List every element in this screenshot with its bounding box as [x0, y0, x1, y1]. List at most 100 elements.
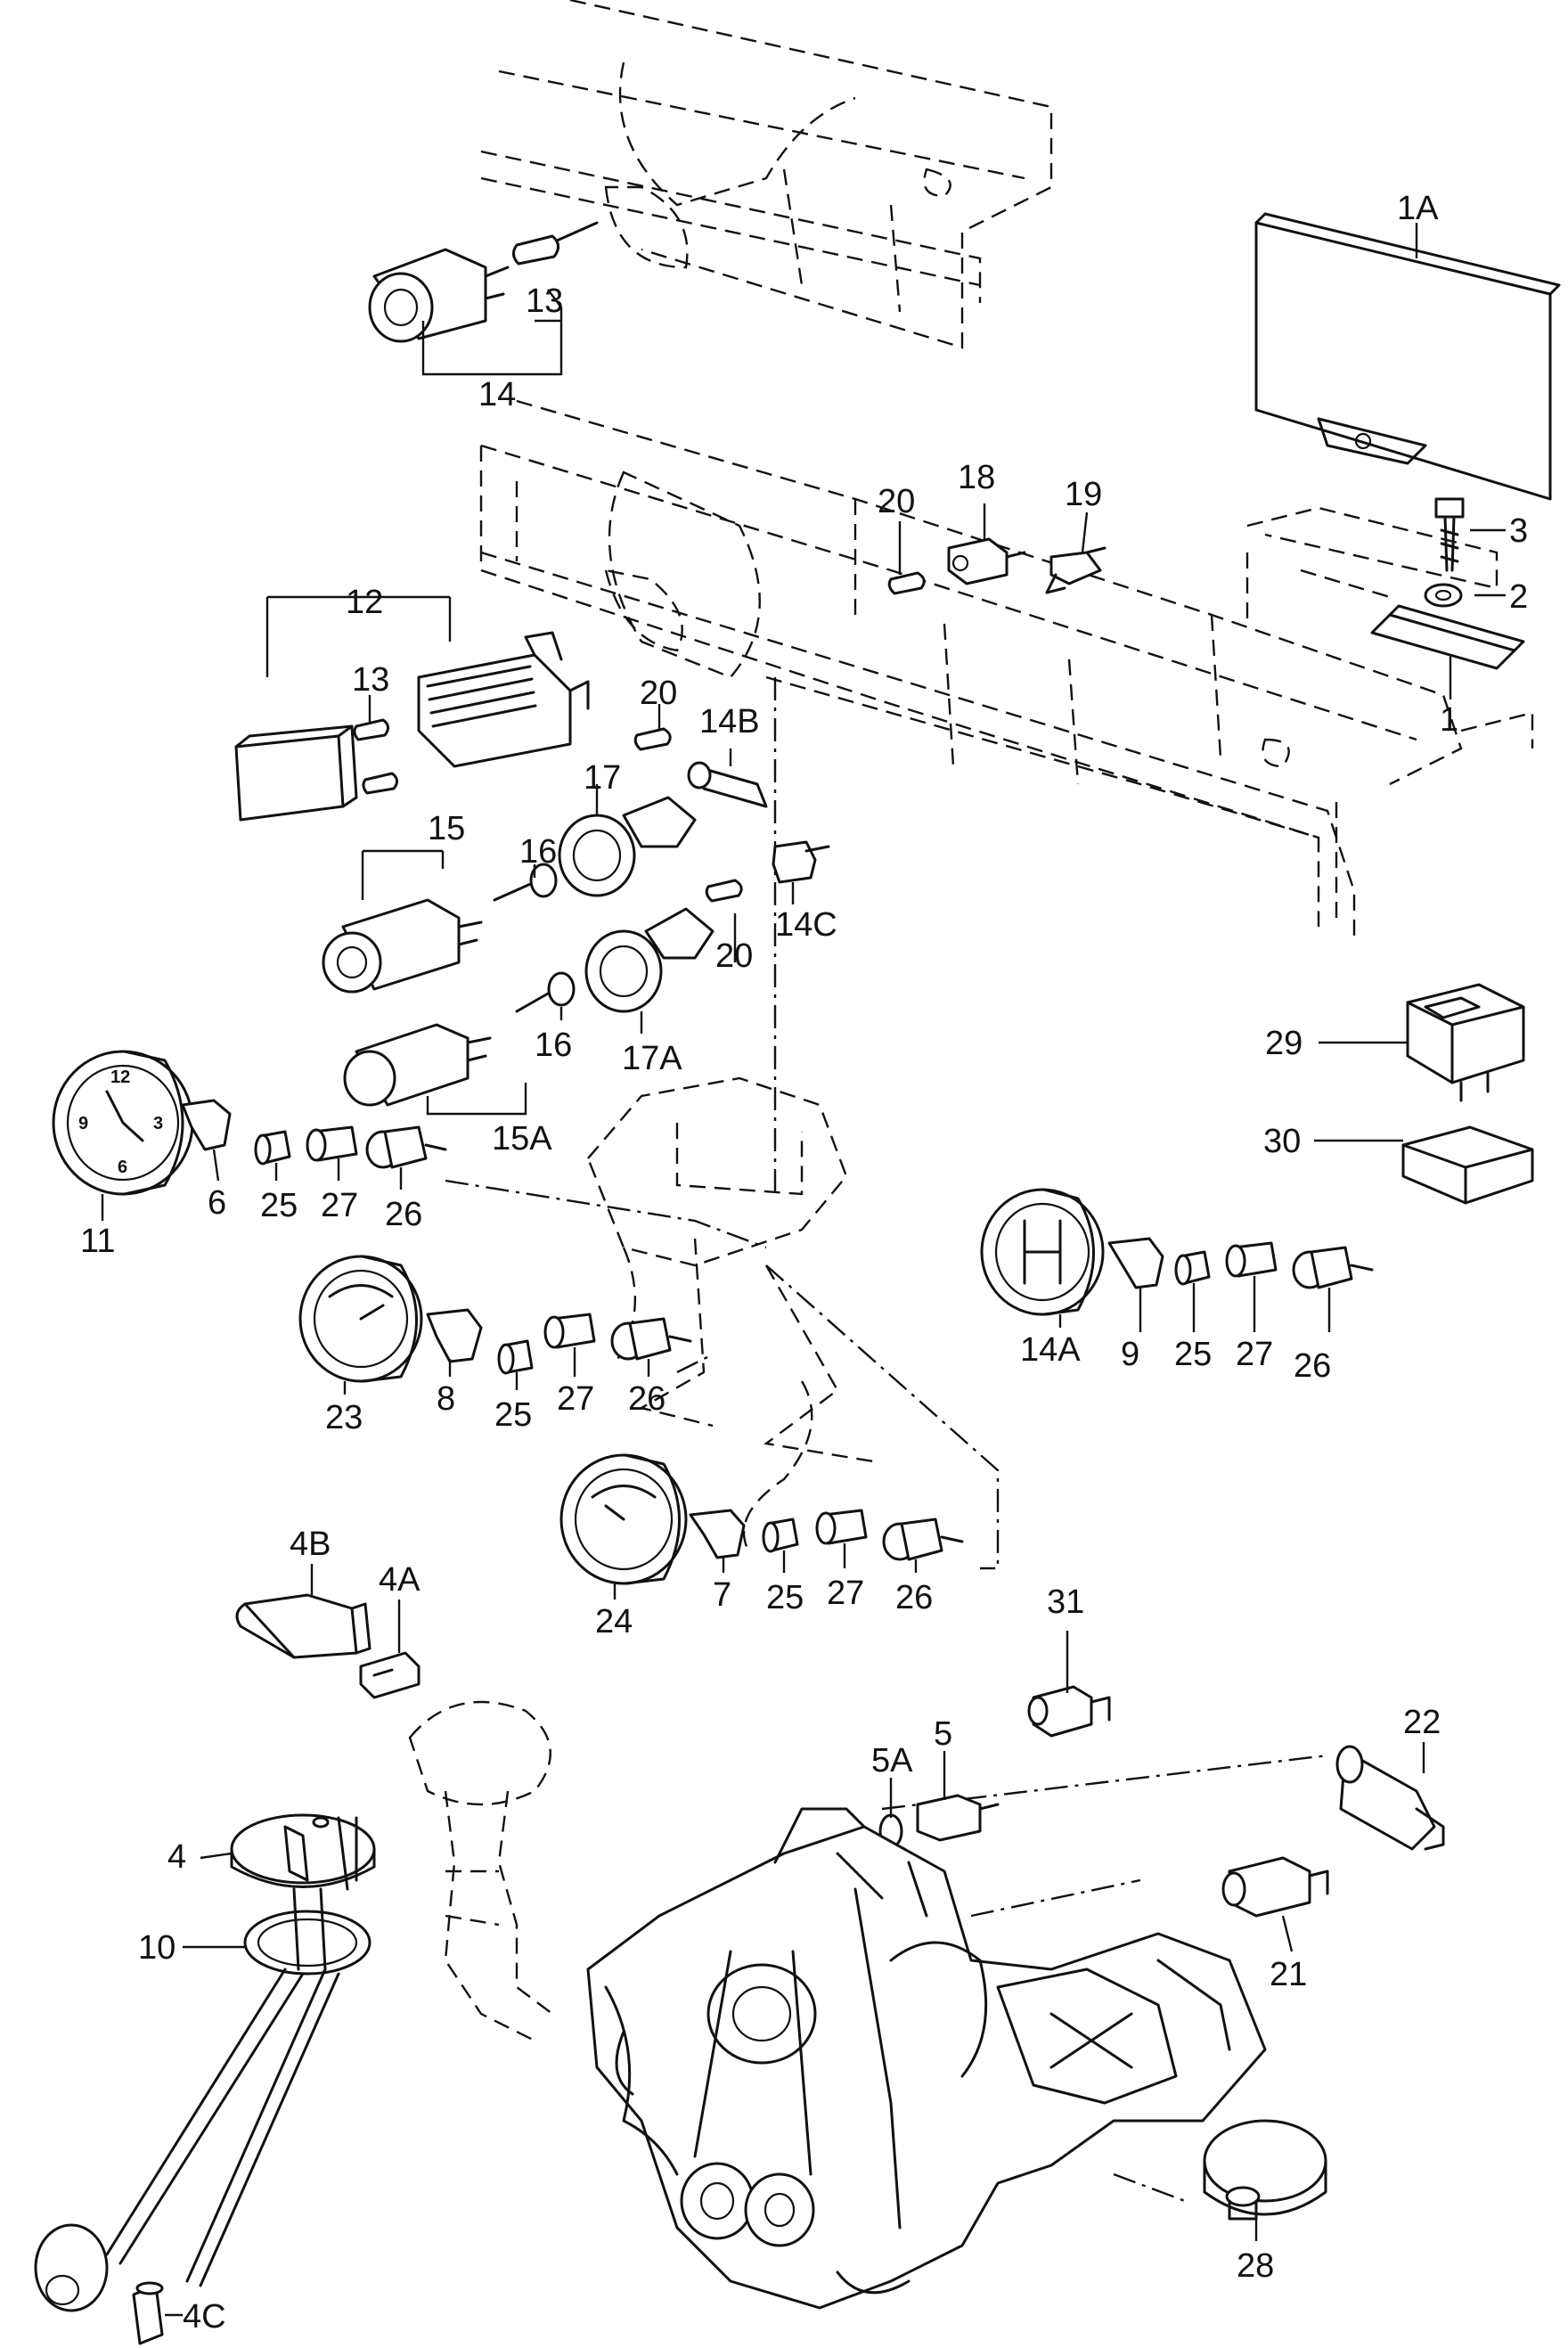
label-27-c: 27	[827, 1575, 864, 1612]
label-3: 3	[1509, 512, 1528, 550]
engine-assembly	[586, 1807, 1267, 2310]
part-1a-plate	[1254, 212, 1561, 501]
part-21-sensor	[1221, 1856, 1329, 1918]
label-18: 18	[958, 459, 995, 496]
label-20-c: 20	[715, 937, 753, 975]
part-17-ring	[558, 796, 697, 897]
label-4: 4	[167, 1838, 186, 1876]
label-31: 31	[1047, 1583, 1084, 1621]
part-13-bulbs-panel	[353, 718, 398, 795]
clock-face-numbers: 12 3 6 9	[78, 1068, 163, 1177]
label-26-c: 26	[895, 1579, 933, 1616]
part-23-gauge	[298, 1255, 423, 1383]
label-17: 17	[584, 759, 621, 797]
leader-lines	[101, 223, 1506, 2317]
part-4-sender-flange	[230, 1813, 376, 1891]
label-15a: 15A	[492, 1120, 552, 1158]
label-26-d: 26	[1294, 1347, 1331, 1385]
part-1-bracket	[1370, 604, 1525, 670]
label-13-panel: 13	[352, 661, 389, 699]
part-24-gauge	[559, 1453, 688, 1585]
part-25-cap-a	[254, 1130, 291, 1166]
label-6: 6	[208, 1184, 226, 1222]
label-29: 29	[1265, 1025, 1303, 1062]
part-2-washer	[1424, 583, 1463, 608]
part-31-sensor	[1027, 1685, 1111, 1738]
part-27-bulb-b	[543, 1313, 596, 1349]
part-9-connector	[1107, 1237, 1164, 1289]
part-20-bulb-a	[887, 571, 926, 595]
part-27-bulb-c	[815, 1509, 868, 1545]
part-28-switch	[1203, 2119, 1327, 2221]
label-1a: 1A	[1397, 190, 1439, 227]
part-4c-filter	[132, 2281, 164, 2345]
label-16-a: 16	[519, 833, 557, 871]
label-27-d: 27	[1236, 1336, 1273, 1373]
part-25-cap-c	[762, 1518, 799, 1553]
label-27-b: 27	[557, 1380, 594, 1418]
label-10: 10	[138, 1929, 176, 1967]
part-8-connector	[426, 1308, 483, 1363]
label-5a: 5A	[871, 1742, 913, 1779]
label-23: 23	[325, 1399, 363, 1436]
part-16-knob-b	[515, 971, 576, 1013]
label-25-c: 25	[766, 1579, 804, 1616]
label-22: 22	[1403, 1704, 1441, 1741]
part-30-cover	[1401, 1125, 1534, 1205]
label-20-b: 20	[640, 675, 677, 712]
label-28: 28	[1237, 2247, 1274, 2285]
part-12-housing	[417, 631, 590, 768]
label-12: 12	[346, 584, 383, 621]
part-27-bulb-a	[306, 1125, 358, 1162]
dashboard-outline-top	[480, 0, 1053, 349]
dashboard-outline-middle	[479, 399, 1534, 936]
part-19-clip	[1045, 546, 1107, 594]
label-21: 21	[1270, 1956, 1307, 1993]
label-30: 30	[1263, 1123, 1301, 1160]
fuel-tank-outline	[408, 1700, 553, 2042]
label-14a: 14A	[1020, 1331, 1081, 1369]
label-4a: 4A	[379, 1561, 421, 1599]
part-14b-cylinder	[687, 761, 768, 808]
part-12-lens	[234, 724, 358, 822]
part-16-knob-a	[493, 863, 558, 902]
part-18-socket	[947, 537, 1026, 585]
clock-3: 3	[153, 1114, 163, 1133]
part-13-bulb-top	[512, 221, 599, 266]
label-24: 24	[595, 1603, 633, 1640]
part-4b-plug	[235, 1593, 372, 1659]
part-3-bolt	[1434, 497, 1465, 572]
part-10-seal	[243, 1887, 372, 1976]
connector-lines	[445, 677, 1328, 2203]
part-26-holder-d	[1292, 1246, 1374, 1289]
part-17a-ring	[584, 907, 715, 1013]
label-2: 2	[1509, 578, 1528, 616]
part-15-switch	[322, 898, 483, 994]
clock-6: 6	[118, 1158, 127, 1177]
label-15: 15	[428, 810, 465, 847]
label-14b: 14B	[699, 703, 760, 740]
clock-12: 12	[110, 1068, 130, 1087]
label-14c: 14C	[775, 906, 837, 944]
label-26-a: 26	[385, 1196, 422, 1233]
label-11: 11	[80, 1223, 115, 1260]
part-4a-plug	[359, 1651, 421, 1699]
part-14a-gauge	[980, 1188, 1105, 1316]
label-5: 5	[934, 1715, 952, 1753]
clock-9: 9	[78, 1114, 88, 1133]
part-22-sensor	[1335, 1745, 1445, 1851]
part-15a-switch	[343, 1023, 492, 1107]
label-8: 8	[437, 1380, 455, 1418]
label-4b: 4B	[290, 1526, 331, 1563]
label-9: 9	[1121, 1336, 1139, 1373]
part-6-connector	[181, 1099, 232, 1151]
part-27-bulb-d	[1225, 1241, 1278, 1278]
label-1: 1	[1440, 701, 1458, 739]
label-14: 14	[478, 376, 516, 413]
label-27-a: 27	[321, 1187, 358, 1224]
part-29-relay	[1406, 983, 1525, 1102]
part-20-bulb-b	[633, 727, 672, 751]
part-11-clock	[52, 1050, 194, 1196]
label-25-a: 25	[260, 1187, 298, 1224]
